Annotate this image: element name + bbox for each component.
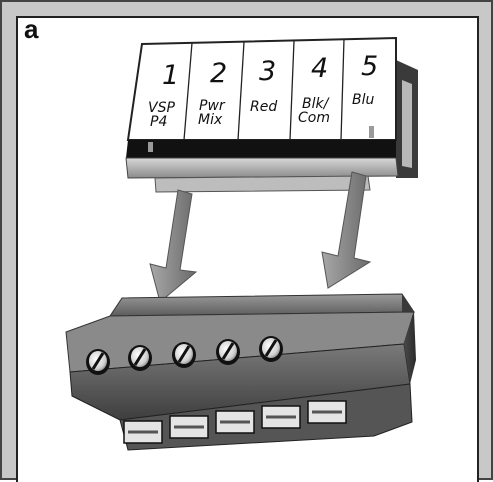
terminal-label: Mix bbox=[198, 112, 223, 128]
terminal-screw bbox=[128, 345, 152, 371]
screws bbox=[86, 336, 283, 375]
terminal-number: 4 bbox=[311, 53, 328, 84]
upper-plug: 1 2 3 4 5 VSP P4 Pwr Mix Red Blk/ Com Bl… bbox=[125, 36, 418, 193]
plug-rail bbox=[125, 157, 399, 179]
divider bbox=[183, 42, 193, 141]
terminal-block bbox=[65, 293, 416, 451]
terminal-screw bbox=[259, 336, 283, 362]
terminal-screw bbox=[172, 342, 196, 368]
panel-label: a bbox=[24, 14, 39, 44]
divider bbox=[237, 41, 245, 141]
terminal-number: 2 bbox=[210, 58, 227, 89]
plug-side-slot bbox=[402, 80, 412, 168]
terminal-label: Blu bbox=[352, 92, 374, 108]
divider bbox=[289, 40, 295, 141]
divider bbox=[340, 38, 345, 141]
terminal-label: Red bbox=[250, 99, 277, 115]
wire-slots bbox=[123, 400, 347, 444]
block-side bbox=[404, 312, 416, 384]
terminal-number: 5 bbox=[361, 51, 378, 82]
contact-pin bbox=[369, 126, 374, 138]
terminal-number: 3 bbox=[259, 56, 276, 87]
terminal-screw bbox=[86, 349, 110, 375]
terminal-label: Pwr bbox=[199, 98, 226, 114]
terminal-label: Blk/ bbox=[302, 96, 330, 112]
contact-pin bbox=[148, 142, 153, 152]
plug-tab bbox=[154, 175, 371, 193]
plug-base-band bbox=[126, 140, 396, 158]
terminal-label: P4 bbox=[150, 114, 167, 130]
terminal-number: 1 bbox=[162, 60, 179, 91]
down-arrow-left bbox=[149, 189, 198, 303]
down-arrow-right bbox=[321, 171, 372, 289]
terminal-screw bbox=[216, 339, 240, 365]
terminal-label: VSP bbox=[148, 100, 175, 116]
terminal-label: Com bbox=[298, 110, 330, 126]
insertion-arrows bbox=[149, 171, 372, 303]
